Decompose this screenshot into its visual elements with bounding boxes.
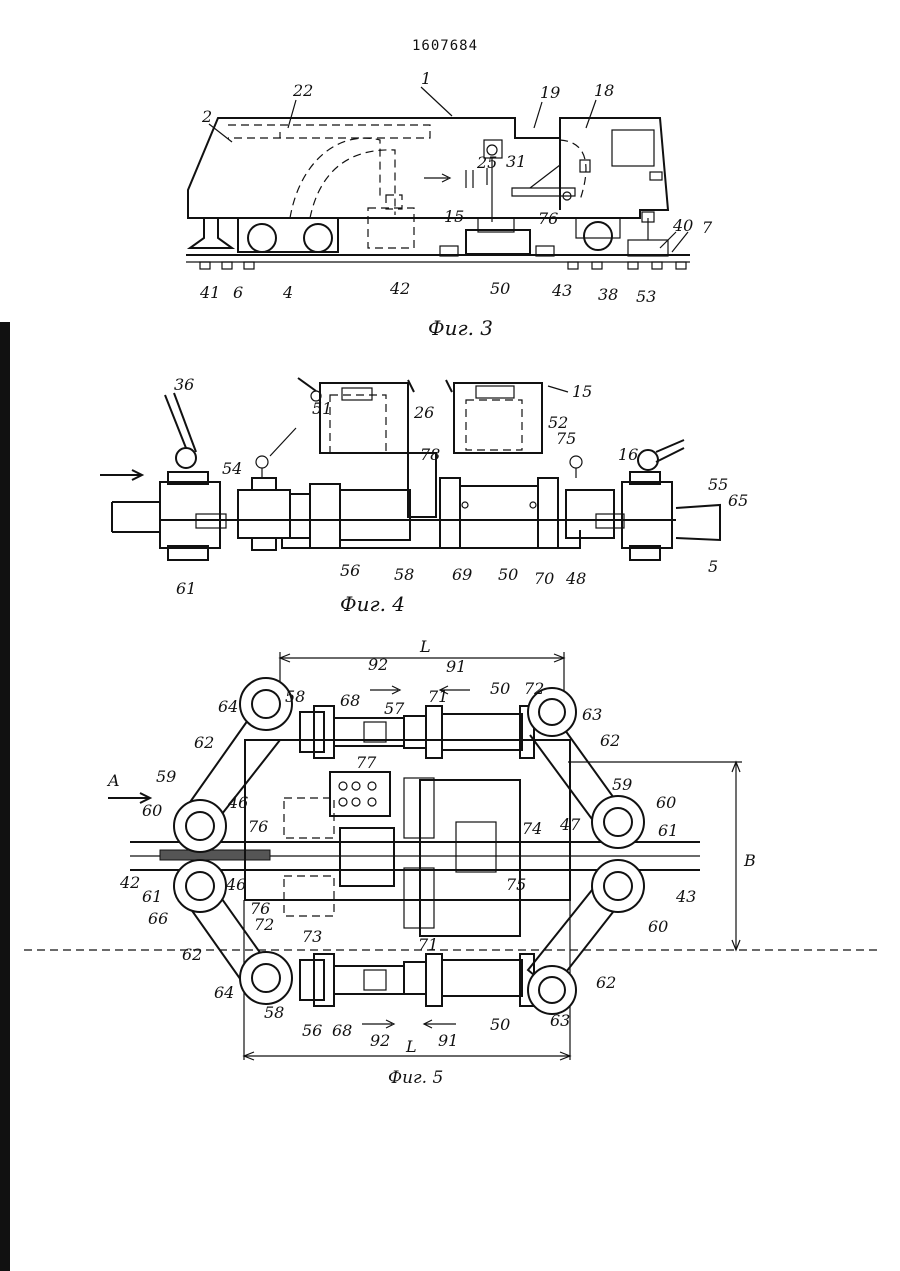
label: 68	[332, 1021, 352, 1040]
label: 58	[264, 1003, 284, 1022]
label: 15	[572, 382, 592, 401]
label: 47	[559, 815, 581, 834]
label: 69	[452, 565, 472, 584]
label: 91	[438, 1031, 458, 1050]
label: L	[419, 637, 431, 656]
label: 50	[498, 565, 518, 584]
label: 61	[176, 579, 196, 598]
label: 64	[214, 983, 234, 1002]
label: 5	[708, 557, 718, 576]
label: 19	[540, 83, 560, 102]
label: 66	[148, 909, 168, 928]
label: 18	[594, 81, 614, 100]
label: 46	[227, 793, 248, 812]
label: 72	[254, 915, 274, 934]
label: 41	[199, 283, 220, 302]
label: 56	[340, 561, 360, 580]
label: 16	[618, 445, 638, 464]
label: 71	[418, 935, 438, 954]
figure-4-caption: Фиг. 4	[340, 592, 405, 616]
label: 51	[312, 399, 332, 418]
label: 22	[292, 81, 313, 100]
figure-3-caption: Фиг. 3	[428, 316, 493, 340]
label: 46	[225, 875, 246, 894]
label: 50	[490, 679, 510, 698]
label: 64	[218, 697, 238, 716]
label: 57	[384, 699, 405, 718]
label: 56	[302, 1021, 322, 1040]
label: 71	[428, 687, 448, 706]
label: 42	[389, 279, 410, 298]
label: 4	[282, 283, 293, 302]
label: 72	[524, 679, 544, 698]
label: 25	[476, 153, 497, 172]
label: 31	[506, 152, 526, 171]
label: 2	[201, 107, 212, 126]
label: 61	[142, 887, 162, 906]
figure-4-drawing	[100, 378, 720, 560]
label: 78	[420, 445, 440, 464]
label: 76	[248, 817, 268, 836]
label: 59	[612, 775, 632, 794]
label: 58	[285, 687, 305, 706]
label: L	[405, 1037, 417, 1056]
label: 15	[444, 207, 464, 226]
label: 42	[119, 873, 140, 892]
label: 74	[522, 819, 542, 838]
label: 92	[368, 655, 388, 674]
label: A	[106, 771, 120, 790]
label: 26	[413, 403, 434, 422]
label: 62	[596, 973, 616, 992]
label: 40	[672, 216, 693, 235]
label: 43	[675, 887, 696, 906]
label: 73	[302, 927, 322, 946]
label: 7	[702, 218, 713, 237]
label: 60	[648, 917, 668, 936]
label: 1	[421, 69, 431, 88]
label: B	[743, 851, 756, 870]
label: 38	[598, 285, 618, 304]
label: 63	[550, 1011, 570, 1030]
label: 53	[636, 287, 656, 306]
label: 77	[356, 753, 377, 772]
label: 65	[728, 491, 748, 510]
label: 75	[506, 875, 526, 894]
label: 68	[340, 691, 360, 710]
label: 48	[565, 569, 586, 588]
figure-5-caption: Фиг. 5	[388, 1068, 443, 1088]
label: 92	[370, 1031, 390, 1050]
label: 6	[233, 283, 243, 302]
label: 91	[446, 657, 466, 676]
label: 62	[194, 733, 214, 752]
label: 50	[490, 279, 510, 298]
label: 63	[582, 705, 602, 724]
label: 50	[490, 1015, 510, 1034]
label: 75	[556, 429, 576, 448]
label: 60	[656, 793, 676, 812]
label: 59	[156, 767, 176, 786]
label: 55	[708, 475, 728, 494]
figure-3-drawing	[186, 87, 690, 269]
label: 76	[538, 209, 558, 228]
label: 62	[182, 945, 202, 964]
label: 58	[394, 565, 414, 584]
label: 61	[658, 821, 678, 840]
label: 43	[551, 281, 572, 300]
label: 54	[222, 459, 242, 478]
label: 70	[534, 569, 554, 588]
figure-3-labels: 1 22 2 19 18 25 31 15 76 4 41 6 42 50 43…	[199, 69, 713, 306]
label: 62	[600, 731, 620, 750]
label: 36	[174, 375, 194, 394]
label: 60	[142, 801, 162, 820]
